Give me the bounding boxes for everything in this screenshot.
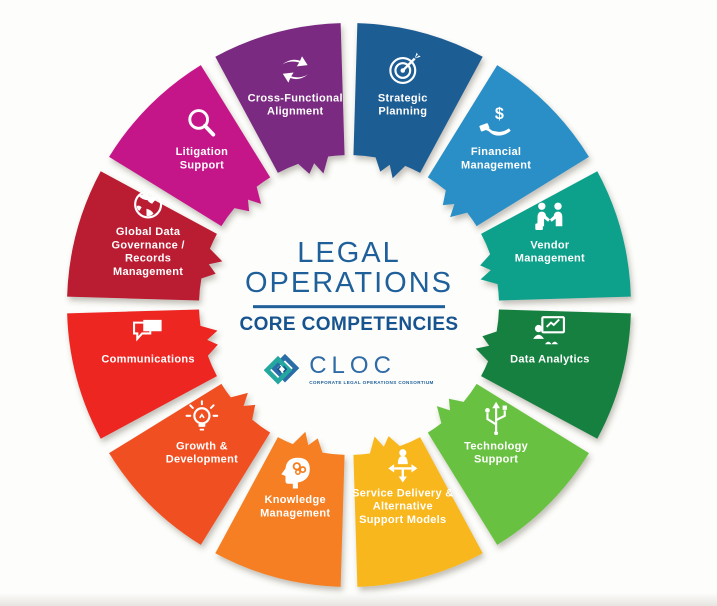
person-arrows-icon xyxy=(388,449,418,483)
segment-label-group-growth-development: Growth &Development xyxy=(166,400,238,466)
segment-shape-global-data-governance-records-management xyxy=(67,171,223,301)
cloc-logo-text-block: CLOC CORPORATE LEGAL OPERATIONS CONSORTI… xyxy=(309,352,434,386)
head-gears-icon xyxy=(281,457,310,489)
segment-shape-growth-development xyxy=(109,383,271,545)
segment-growth-development: Growth &Development xyxy=(109,383,271,545)
segment-label-group-data-analytics: Data Analytics xyxy=(510,316,590,366)
wheel-center: LEGAL OPERATIONS CORE COMPETENCIES CLOC … xyxy=(199,239,499,387)
cloc-logo-icon xyxy=(264,353,300,385)
segment-shape-data-analytics xyxy=(475,309,631,439)
usb-icon xyxy=(485,401,507,436)
subtitle: CORE COMPETENCIES xyxy=(239,313,459,335)
lightbulb-icon xyxy=(185,400,219,431)
segment-shape-cross-functional-alignment xyxy=(215,23,345,174)
globe-icon xyxy=(134,190,163,219)
hand-dollar-icon: $ xyxy=(479,105,511,136)
svg-text:$: $ xyxy=(495,105,504,123)
segment-shape-strategic-planning xyxy=(353,23,483,179)
presentation-chart-icon xyxy=(533,316,566,345)
page-bottom-shadow xyxy=(0,593,717,606)
segment-shape-service-delivery-alternative-support-models xyxy=(353,436,483,587)
segment-data-analytics: Data Analytics xyxy=(475,309,631,439)
speech-bubbles-icon xyxy=(133,319,162,342)
title-line-1: LEGAL xyxy=(297,237,401,270)
segment-label-growth-development: Growth &Development xyxy=(166,440,238,465)
target-dart-icon xyxy=(389,52,421,85)
segment-shape-litigation-support xyxy=(109,65,271,227)
segment-label-communications: Communications xyxy=(101,354,194,366)
segment-shape-financial-management xyxy=(427,65,589,227)
segment-shape-technology-support xyxy=(427,383,589,545)
segment-shape-communications xyxy=(67,309,218,439)
cloc-tagline: CORPORATE LEGAL OPERATIONS CONSORTIUM xyxy=(309,380,434,386)
segment-shape-vendor-management xyxy=(480,171,631,301)
segment-label-data-analytics: Data Analytics xyxy=(510,354,590,366)
segment-label-group-communications: Communications xyxy=(101,319,195,366)
cloc-logo: CLOC CORPORATE LEGAL OPERATIONS CONSORTI… xyxy=(199,353,499,387)
cloc-logo-text: CLOC xyxy=(309,352,396,380)
title-line-2: OPERATIONS xyxy=(245,266,453,299)
segment-communications: Communications xyxy=(67,309,218,439)
exchange-arrows-icon xyxy=(282,56,309,83)
segment-shape-knowledge-management xyxy=(215,431,345,587)
page-title: LEGAL OPERATIONS xyxy=(199,239,499,298)
magnifier-icon xyxy=(188,109,216,137)
handshake-people-icon xyxy=(535,202,563,231)
title-divider xyxy=(253,305,445,308)
